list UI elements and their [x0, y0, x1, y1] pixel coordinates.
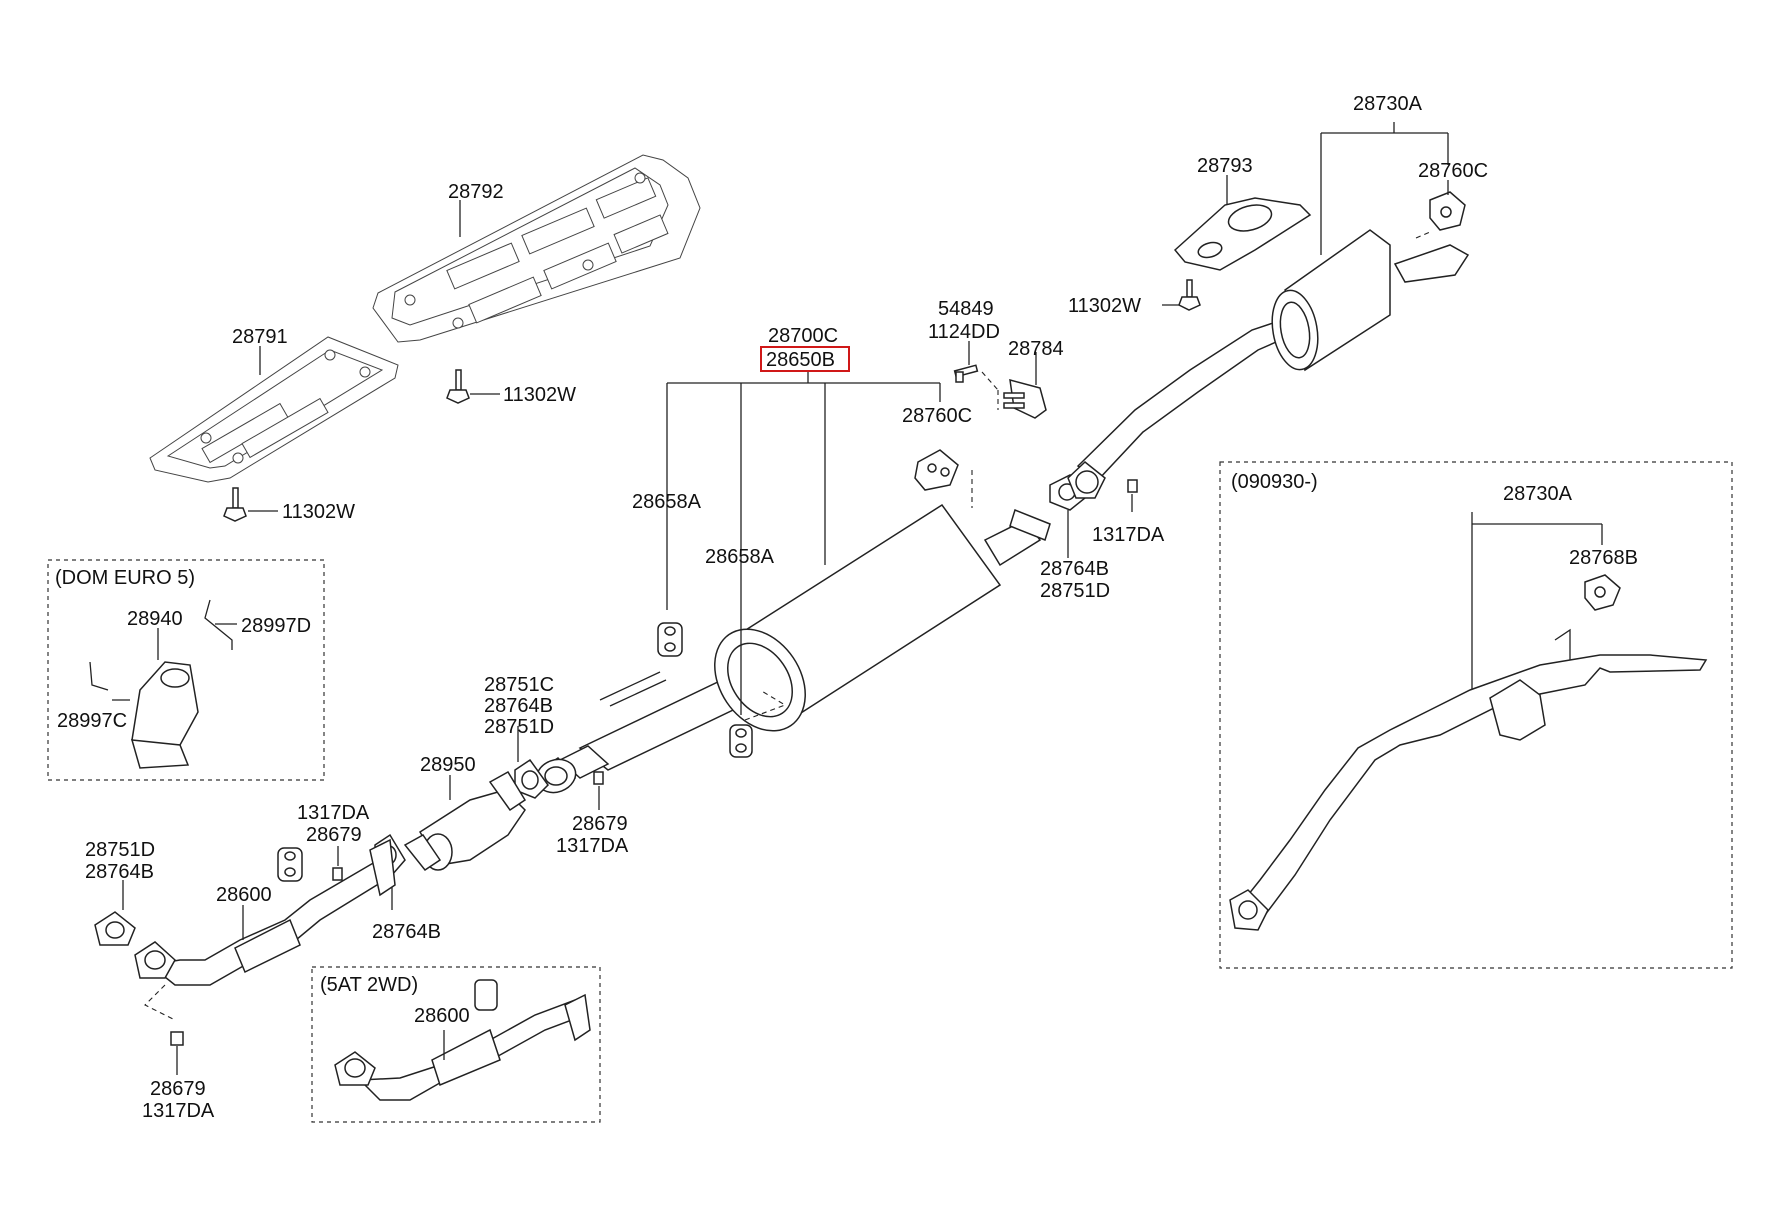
label-28679-b: 28679 [306, 824, 362, 846]
nut-28679-bottom[interactable] [170, 1031, 184, 1046]
front-pipe-28600-2wd[interactable] [334, 979, 591, 1101]
label-1317da-a: 1317DA [1092, 524, 1165, 546]
label-28997c: 28997C [57, 710, 127, 732]
label-28764b-c: 28764B [85, 861, 154, 883]
front-pipe-28600[interactable] [134, 838, 396, 986]
label-28784: 28784 [1008, 338, 1064, 360]
label-28764b-d: 28764B [372, 921, 441, 943]
label-54849: 54849 [938, 298, 994, 320]
label-28760c-b: 28760C [1418, 160, 1488, 182]
label-28679-c: 28679 [150, 1078, 206, 1100]
date-range-title: (090930-) [1231, 471, 1318, 493]
hanger-28768b[interactable] [1584, 574, 1621, 611]
highlight-box-28650b [760, 346, 850, 372]
dom-euro-5-box [47, 559, 325, 781]
label-28764b-a: 28764B [1040, 558, 1109, 580]
label-28650b[interactable]: 28650B [766, 349, 835, 371]
dom-euro-5-title: (DOM EURO 5) [55, 567, 195, 589]
label-11302w-a: 11302W [503, 384, 576, 406]
label-28950: 28950 [420, 754, 476, 776]
heat-shield-28793[interactable] [1173, 197, 1312, 271]
label-28658a-a: 28658A [632, 491, 702, 513]
bolt-11302w-right[interactable] [1178, 279, 1201, 311]
gasket-28764b-middle[interactable] [1049, 474, 1087, 511]
gasket-28764b-front[interactable] [514, 758, 549, 799]
label-28940: 28940 [127, 608, 183, 630]
hanger-28658a-left[interactable] [657, 622, 683, 657]
catalytic-converter-28950[interactable] [403, 770, 527, 872]
heat-shield-28791[interactable] [149, 336, 399, 483]
rear-muffler-28730a-alt[interactable] [1229, 628, 1708, 931]
label-28730a-a: 28730A [1353, 93, 1423, 115]
bolt-11302w-left[interactable] [223, 487, 247, 522]
hanger-28658a-lower[interactable] [729, 724, 753, 758]
date-range-box [1219, 461, 1733, 969]
oxygen-sensor-28997d[interactable] [204, 599, 233, 650]
at-2wd-box [311, 966, 601, 1123]
label-28791: 28791 [232, 326, 288, 348]
hanger-front-pipe[interactable] [277, 847, 303, 882]
label-28768b: 28768B [1569, 547, 1638, 569]
label-28751c: 28751C [484, 674, 554, 696]
label-28700c: 28700C [768, 325, 838, 347]
bolt-54849[interactable] [953, 364, 979, 383]
nut-28679-center[interactable] [593, 771, 604, 785]
label-28730a-b: 28730A [1503, 483, 1573, 505]
label-28658a-b: 28658A [705, 546, 775, 568]
label-28792: 28792 [448, 181, 504, 203]
label-28600-a: 28600 [216, 884, 272, 906]
label-1317da-c: 1317DA [297, 802, 370, 824]
label-1317da-b: 1317DA [556, 835, 629, 857]
label-28600-b: 28600 [414, 1005, 470, 1027]
rear-muffler-28730a[interactable] [1067, 229, 1470, 499]
nut-28679-lower[interactable] [332, 867, 343, 881]
label-11302w-c: 11302W [1068, 295, 1141, 317]
label-28751d-a: 28751D [1040, 580, 1110, 602]
gasket-28764b-left[interactable] [94, 911, 136, 946]
label-28997d: 28997D [241, 615, 311, 637]
at-2wd-title: (5AT 2WD) [320, 974, 418, 996]
label-28764b-b: 28764B [484, 695, 553, 717]
label-28751d-b: 28751D [484, 716, 554, 738]
nut-1317da-middle[interactable] [1127, 479, 1138, 493]
center-muffler-28650b[interactable] [558, 503, 1051, 779]
label-28793: 28793 [1197, 155, 1253, 177]
oxygen-sensor-28997c[interactable] [89, 661, 109, 691]
hanger-28760c-top[interactable] [1429, 191, 1466, 231]
label-1124dd: 1124DD [928, 321, 1000, 343]
label-28751d-c: 28751D [85, 839, 155, 861]
hanger-28760c-middle[interactable] [914, 449, 959, 491]
label-11302w-b: 11302W [282, 501, 355, 523]
label-28760c-a: 28760C [902, 405, 972, 427]
label-28679-a: 28679 [572, 813, 628, 835]
bolt-11302w-top[interactable] [446, 369, 470, 404]
catalyst-28940[interactable] [130, 661, 199, 769]
heat-shield-28792[interactable] [372, 154, 701, 343]
label-1317da-d: 1317DA [142, 1100, 215, 1122]
bracket-28784[interactable] [1003, 378, 1047, 419]
